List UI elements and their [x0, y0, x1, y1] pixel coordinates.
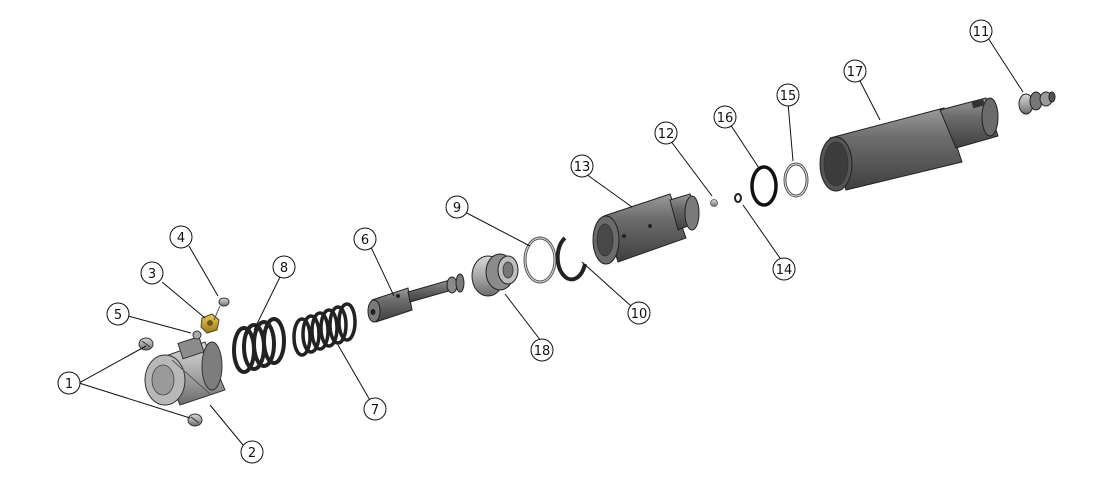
part-13-cylinder	[592, 193, 700, 265]
callout-11: 11	[969, 19, 993, 43]
callout-2-label: 2	[248, 446, 256, 461]
part-18-seal-cap	[471, 253, 519, 297]
part-10-retaining-ring	[555, 236, 587, 282]
callout-8-label: 8	[280, 261, 288, 276]
leader-lines	[78, 37, 1024, 446]
part-1-screw-top	[138, 337, 154, 351]
callout-7: 7	[363, 397, 387, 421]
part-5-washer	[192, 330, 202, 340]
part-1-screw-bottom	[187, 413, 203, 427]
part-15-ring	[783, 162, 809, 198]
callout-6-label: 6	[361, 233, 369, 248]
part-9-ring	[523, 236, 557, 284]
callout-15-label: 15	[780, 89, 797, 104]
callout-10: 10	[627, 301, 651, 325]
callout-5-label: 5	[114, 308, 122, 323]
callout-14: 14	[772, 257, 796, 281]
callout-10-label: 10	[631, 307, 648, 322]
callout-12-label: 12	[658, 127, 675, 142]
callout-1: 1	[57, 371, 81, 395]
part-8-spring	[232, 317, 286, 374]
callout-14-label: 14	[776, 263, 793, 278]
callout-13: 13	[570, 154, 594, 178]
part-6-shaft	[367, 273, 465, 323]
callout-11-label: 11	[973, 25, 990, 40]
callout-18-label: 18	[534, 344, 551, 359]
callout-18: 18	[530, 338, 554, 362]
part-7-spring	[292, 302, 357, 357]
callout-3-label: 3	[148, 267, 156, 282]
callout-16-label: 16	[717, 111, 734, 126]
callout-1-label: 1	[65, 377, 73, 392]
callout-3: 3	[140, 261, 164, 285]
callout-9-label: 9	[453, 201, 461, 216]
callout-15: 15	[776, 83, 800, 107]
part-17-tube	[819, 97, 999, 192]
part-2-housing	[144, 336, 226, 406]
part-11-fitting	[1018, 91, 1056, 115]
callout-7-label: 7	[371, 403, 379, 418]
callout-9: 9	[445, 195, 469, 219]
callout-17-label: 17	[847, 65, 864, 80]
callout-4: 4	[169, 225, 193, 249]
callouts: 1 2 3 4 5 6 7 8	[57, 19, 993, 464]
part-12-ball	[710, 199, 718, 207]
part-16-oring	[750, 165, 778, 207]
callout-12: 12	[654, 121, 678, 145]
callout-4-label: 4	[177, 231, 185, 246]
part-4-screw	[213, 297, 230, 321]
callout-17: 17	[843, 59, 867, 83]
callout-6: 6	[353, 227, 377, 251]
callout-8: 8	[272, 255, 296, 279]
callout-5: 5	[106, 302, 130, 326]
callout-13-label: 13	[574, 160, 591, 175]
part-14-small-oring	[734, 193, 742, 203]
callout-16: 16	[713, 105, 737, 129]
callout-2: 2	[240, 440, 264, 464]
